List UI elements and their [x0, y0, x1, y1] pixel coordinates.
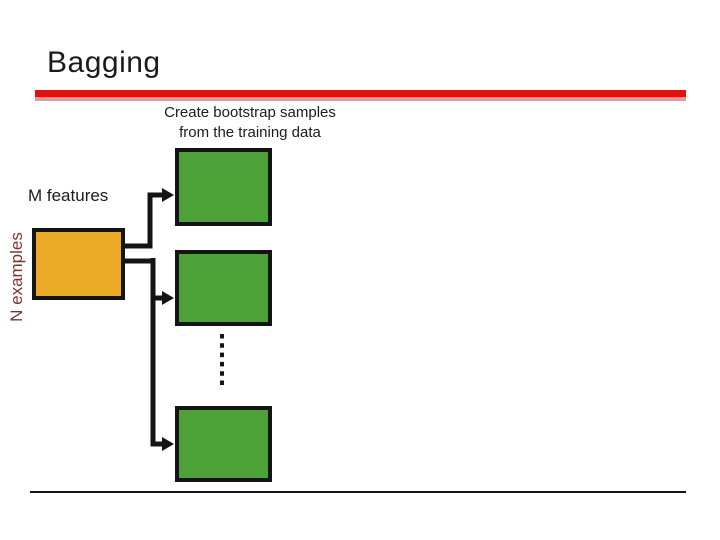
footer-divider-line — [30, 491, 686, 493]
bootstrap-sample-box-3 — [175, 406, 272, 482]
title-underline — [35, 90, 686, 101]
connector-to-sample-3 — [150, 258, 174, 452]
training-data-box — [32, 228, 125, 300]
caption-line-2: from the training data — [179, 124, 321, 141]
n-examples-label: N examples — [7, 232, 26, 322]
connector-to-sample-1 — [125, 188, 174, 249]
bootstrap-sample-box-2 — [175, 250, 272, 326]
diagram-caption: Create bootstrap samples from the traini… — [130, 103, 370, 143]
caption-line-1: Create bootstrap samples — [164, 104, 336, 121]
m-features-label: M features — [28, 186, 109, 205]
bootstrap-sample-box-1 — [175, 148, 272, 226]
connector-to-sample-2 — [125, 258, 174, 306]
slide-title: Bagging — [47, 46, 161, 79]
